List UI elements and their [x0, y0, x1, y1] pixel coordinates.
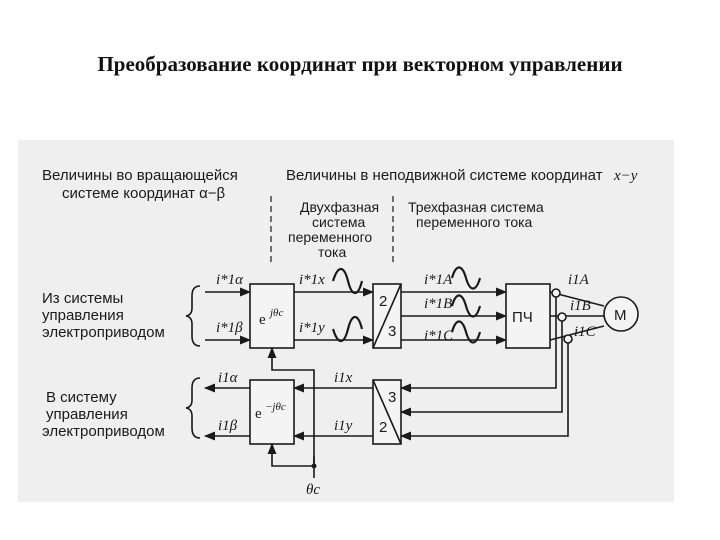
forward-transform-block: [249, 283, 295, 349]
feedback-line-C: [399, 343, 569, 441]
angle-line-to-forward: [267, 346, 315, 466]
header-stationary-coords: x−y: [613, 168, 638, 184]
sine-wave-i1C: [450, 320, 482, 344]
sine-wave-i1y: [331, 315, 364, 343]
angle-line-to-inverse: [267, 442, 315, 467]
converter-3to2-out: 2: [379, 419, 387, 436]
current-sensor-A: [551, 288, 561, 298]
sine-wave-i1A: [450, 266, 482, 290]
to-control-line2: управления: [46, 406, 128, 423]
converter-2to3-diagonal: [372, 283, 402, 349]
to-control-line1: В систему: [46, 389, 117, 406]
three-phase-line1: Трехфазная система: [408, 199, 544, 215]
converter-3to2-diagonal: [372, 379, 402, 445]
two-phase-line2: система: [312, 214, 365, 230]
converter-3to2-in: 3: [388, 389, 396, 406]
header-stationary: Величины в неподвижной системе координат: [286, 167, 603, 184]
inverse-transform-base: e: [255, 406, 262, 422]
label-i1b: i1β: [218, 418, 238, 434]
three-phase-line2: переменного тока: [416, 214, 533, 230]
label-i1B: i1B: [570, 298, 591, 314]
label-i1C-ref: i*1C: [424, 328, 454, 344]
sine-wave-i1x: [331, 267, 364, 295]
brace-output: [185, 377, 201, 439]
forward-transform-base: e: [259, 312, 266, 328]
motor-symbol: [603, 296, 639, 332]
label-angle: θc: [306, 482, 320, 498]
label-i1a: i1α: [218, 370, 239, 386]
inverse-transform-exp: −jθc: [265, 401, 286, 413]
motor-label: M: [614, 307, 627, 324]
label-i1x-ref: i*1x: [299, 272, 325, 288]
brace-input: [185, 285, 201, 347]
from-control-line3: электроприводом: [42, 324, 165, 341]
two-phase-line1: Двухфазная: [300, 199, 379, 215]
feedback-line-B: [399, 321, 563, 417]
diagram-scan-background: [18, 140, 674, 502]
label-i1B-ref: i*1B: [424, 296, 452, 312]
label-i1b-ref: i*1β: [216, 320, 243, 336]
header-rotating-line1: Величины во вращающейся: [42, 167, 238, 184]
phase-line-C: [549, 325, 605, 341]
label-i1x: i1x: [334, 370, 353, 386]
forward-transform-exp: jθc: [268, 307, 283, 319]
feedback-line-A: [399, 297, 557, 393]
label-i1A: i1A: [568, 272, 590, 288]
header-rotating-line2: системе координат α−β: [62, 185, 226, 202]
two-phase-line3: переменного: [288, 229, 372, 245]
slide-title: Преобразование координат при векторном у…: [97, 52, 623, 76]
current-sensor-C: [563, 334, 573, 344]
two-phase-line4: тока: [318, 244, 346, 260]
label-i1A-ref: i*1A: [424, 272, 453, 288]
current-sensor-B: [557, 312, 567, 322]
to-control-line3: электроприводом: [42, 423, 165, 440]
sine-wave-i1B: [450, 294, 482, 318]
label-i1y: i1y: [334, 418, 353, 434]
converter-2to3-out: 3: [388, 323, 396, 340]
from-control-line2: управления: [42, 307, 124, 324]
from-control-line1: Из системы: [42, 290, 123, 307]
label-i1y-ref: i*1y: [299, 320, 325, 336]
label-i1a-ref: i*1α: [216, 272, 244, 288]
label-i1C: i1C: [574, 324, 597, 340]
frequency-converter-label: ПЧ: [512, 309, 533, 326]
converter-2to3-in: 2: [379, 293, 387, 310]
